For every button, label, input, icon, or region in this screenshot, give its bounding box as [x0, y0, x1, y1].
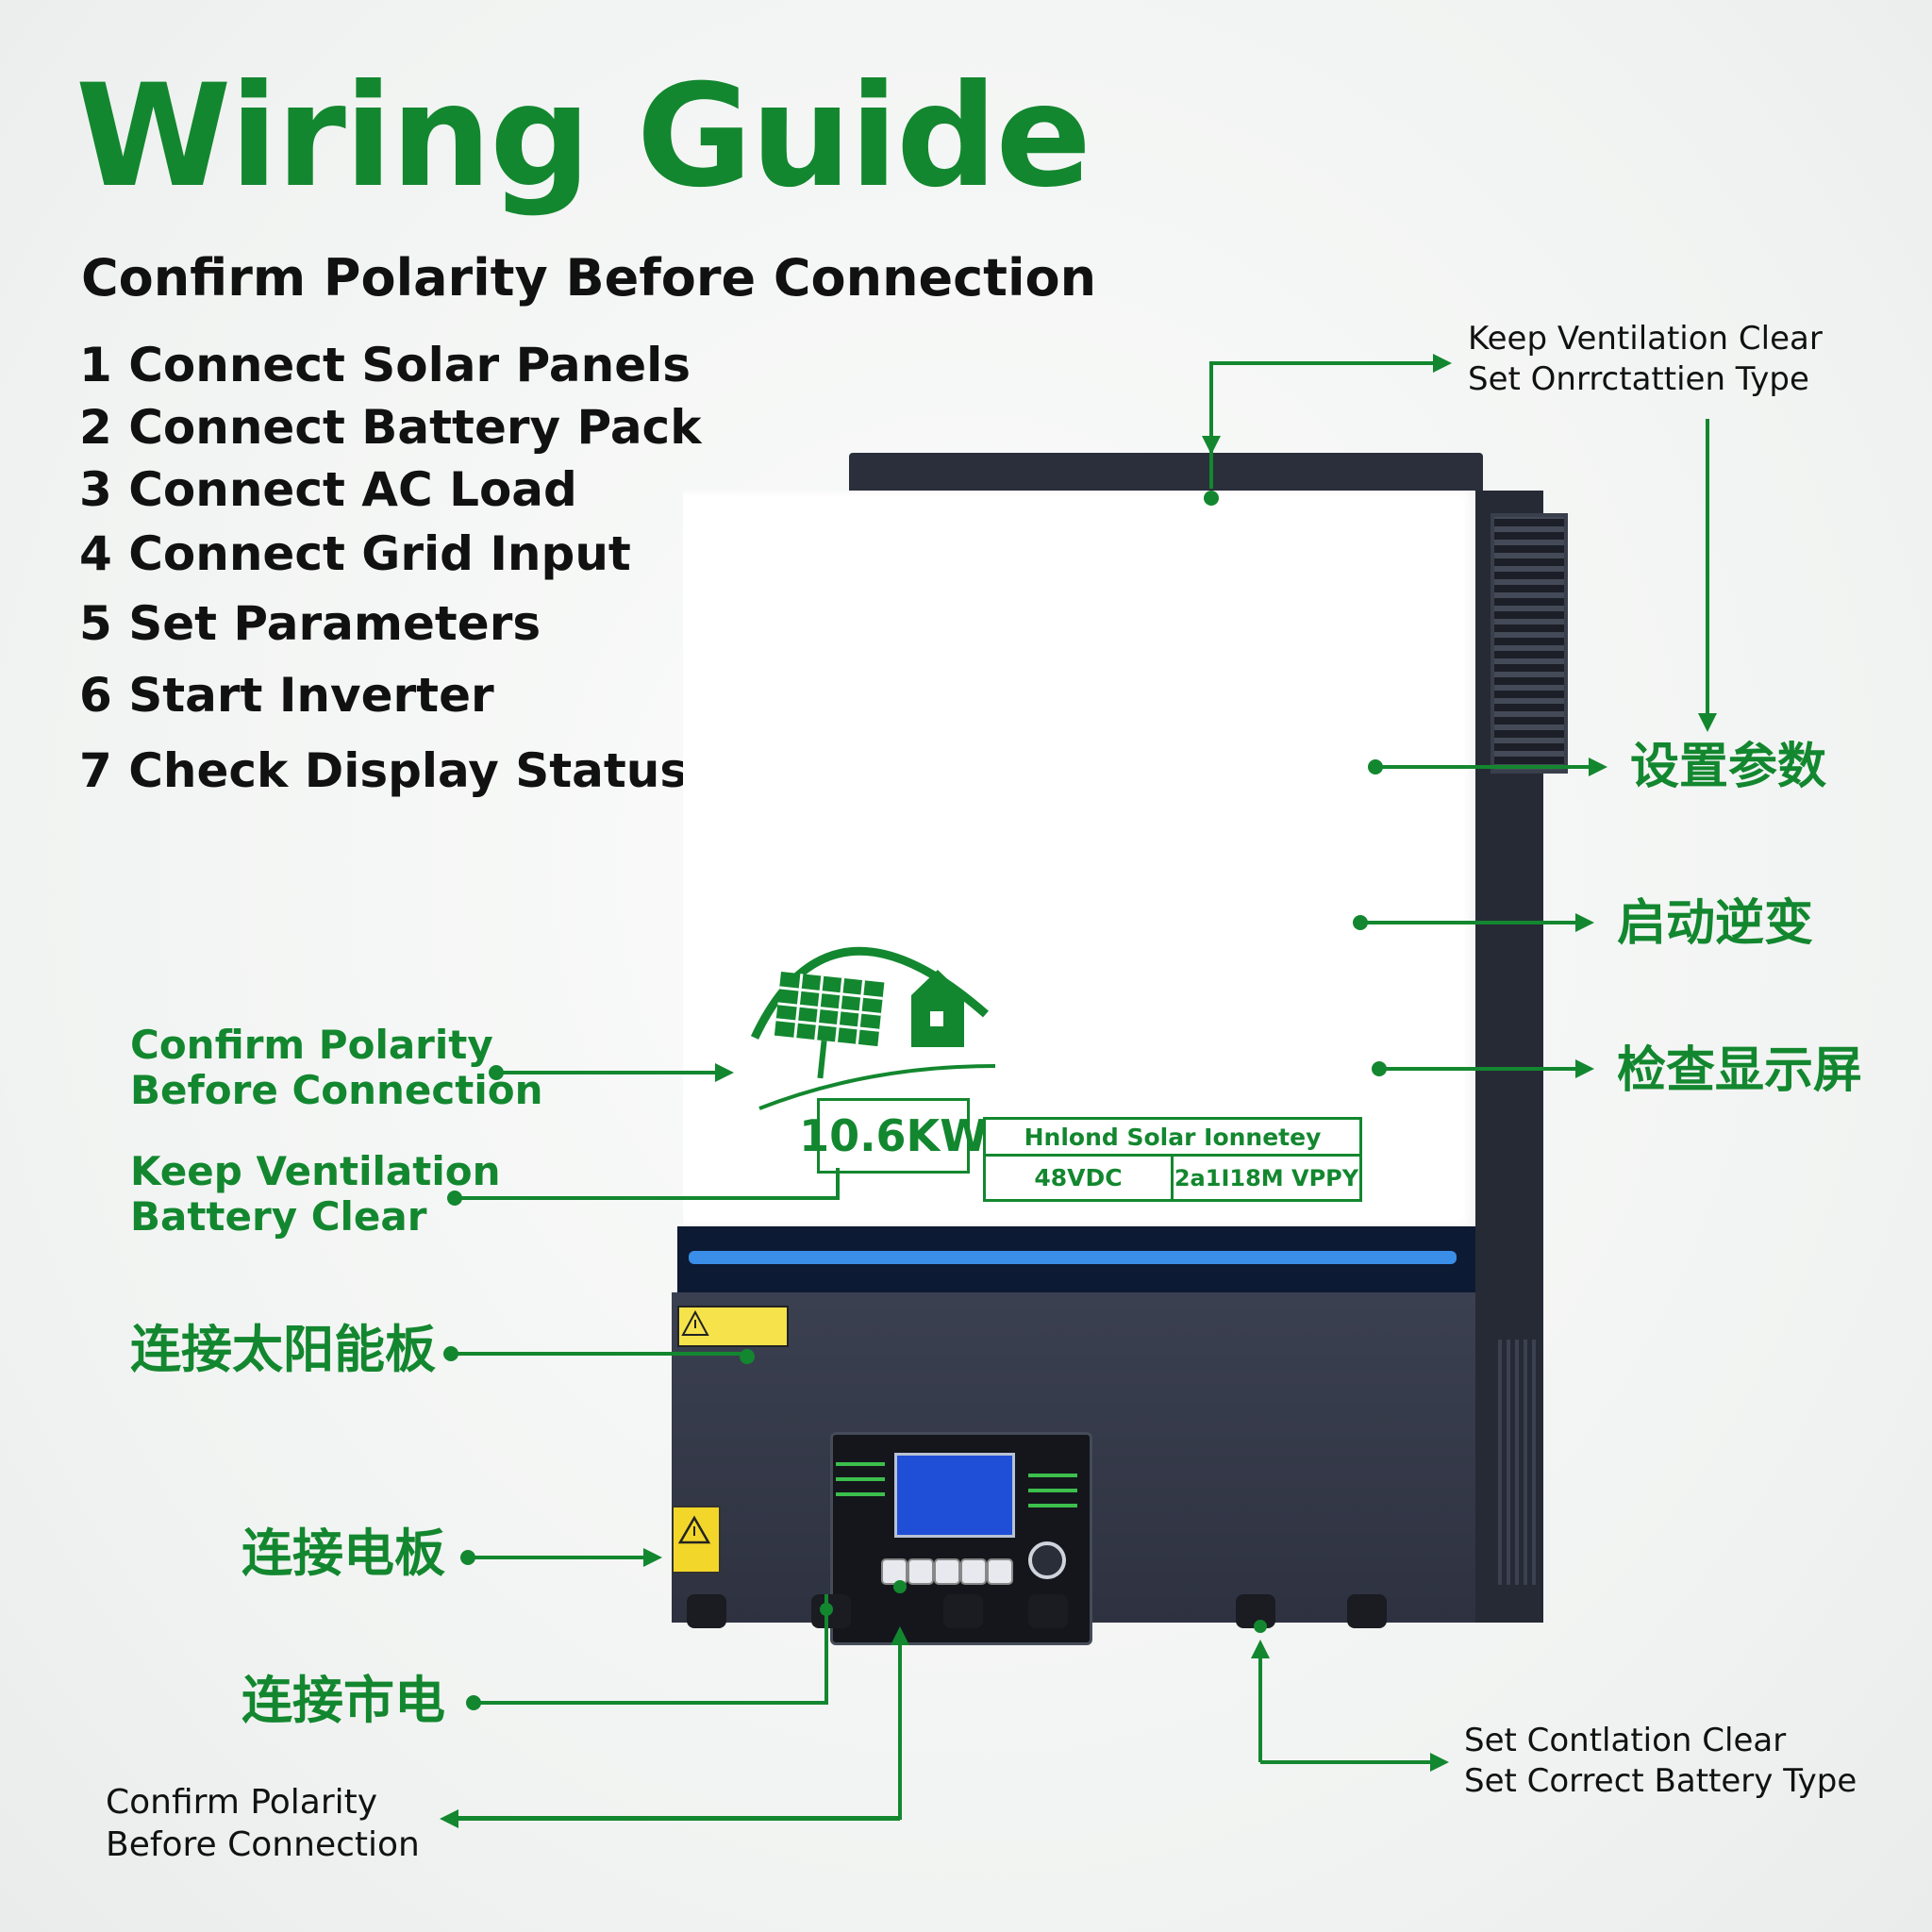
callout-text: Set Correct Battery Type	[1464, 1761, 1857, 1800]
cable-gland	[1028, 1594, 1068, 1628]
callout-text: Before Connection	[106, 1825, 420, 1864]
lcd-display	[894, 1453, 1015, 1538]
page-title: Wiring Guide	[75, 55, 1091, 219]
side-vent	[1498, 1340, 1540, 1585]
panel-button[interactable]	[908, 1558, 934, 1585]
callout-bottom-right: Set Contlation Clear Set Correct Battery…	[1464, 1721, 1857, 1801]
inverter-top-rail	[849, 453, 1483, 496]
spec-voltage: 48VDC	[986, 1157, 1174, 1199]
power-switch[interactable]	[1028, 1541, 1066, 1579]
warning-sticker-small	[672, 1506, 721, 1574]
power-rating-label: 10.6KW	[799, 1098, 988, 1174]
callout-text: Before Connection	[130, 1067, 543, 1114]
page-subtitle: Confirm Polarity Before Connection	[81, 248, 1097, 308]
status-leds-right	[1028, 1472, 1077, 1519]
callout-set-params: 设置参数	[1630, 739, 1827, 795]
panel-button[interactable]	[934, 1558, 960, 1585]
cable-gland	[1347, 1594, 1387, 1628]
callout-text: Battery Clear	[130, 1193, 427, 1241]
step-item: 2 Connect Battery Pack	[79, 400, 702, 455]
callout-confirm-polarity: Confirm Polarity Before Connection	[130, 1022, 543, 1114]
callout-text: Keep Ventilation	[130, 1148, 501, 1194]
status-leds-left	[836, 1460, 885, 1507]
step-item: 1 Connect Solar Panels	[79, 338, 691, 392]
ventilation-grille	[1491, 513, 1568, 774]
spec-title: Hnlond Solar Ionnetey	[986, 1120, 1359, 1157]
step-item: 4 Connect Grid Input	[79, 526, 631, 581]
callout-connect-solar: 连接太阳能板	[130, 1320, 436, 1379]
callout-start-inverter: 启动逆变	[1617, 895, 1814, 952]
inverter-front-cover	[683, 491, 1475, 1226]
cable-gland	[943, 1594, 983, 1628]
callout-text: Set Onrrctattien Type	[1468, 359, 1809, 398]
callout-connect-panel: 连接电板	[242, 1524, 445, 1583]
blue-light-strip	[689, 1251, 1457, 1264]
solar-house-logo-icon	[750, 946, 996, 1110]
spec-label: Hnlond Solar Ionnetey 48VDC 2a1I18M VPPY	[983, 1117, 1362, 1202]
warning-triangle-icon	[681, 1309, 709, 1336]
spec-mppt: 2a1I18M VPPY	[1174, 1164, 1359, 1191]
cable-gland	[687, 1594, 726, 1628]
callout-bottom-left: Confirm Polarity Before Connection	[106, 1781, 420, 1866]
step-item: 3 Connect AC Load	[79, 462, 577, 517]
callout-check-display: 检查显示屏	[1617, 1042, 1863, 1099]
step-item: 6 Start Inverter	[79, 668, 494, 723]
panel-button[interactable]	[987, 1558, 1013, 1585]
step-item: 7 Check Display Status	[79, 743, 689, 798]
callout-text: Confirm Polarity	[106, 1783, 378, 1822]
step-item: 5 Set Parameters	[79, 596, 541, 651]
callout-ventilation-top: Keep Ventilation Clear Set Onrrctattien …	[1468, 319, 1823, 399]
warning-triangle-icon	[677, 1515, 711, 1544]
callout-text: Set Contlation Clear	[1464, 1722, 1787, 1759]
callout-text: Keep Ventilation Clear	[1468, 320, 1823, 358]
panel-button[interactable]	[960, 1558, 987, 1585]
callout-connect-grid: 连接市电	[242, 1671, 445, 1730]
callout-keep-ventilation: Keep Ventilation Battery Clear	[130, 1148, 501, 1241]
callout-text: Confirm Polarity	[130, 1022, 493, 1068]
